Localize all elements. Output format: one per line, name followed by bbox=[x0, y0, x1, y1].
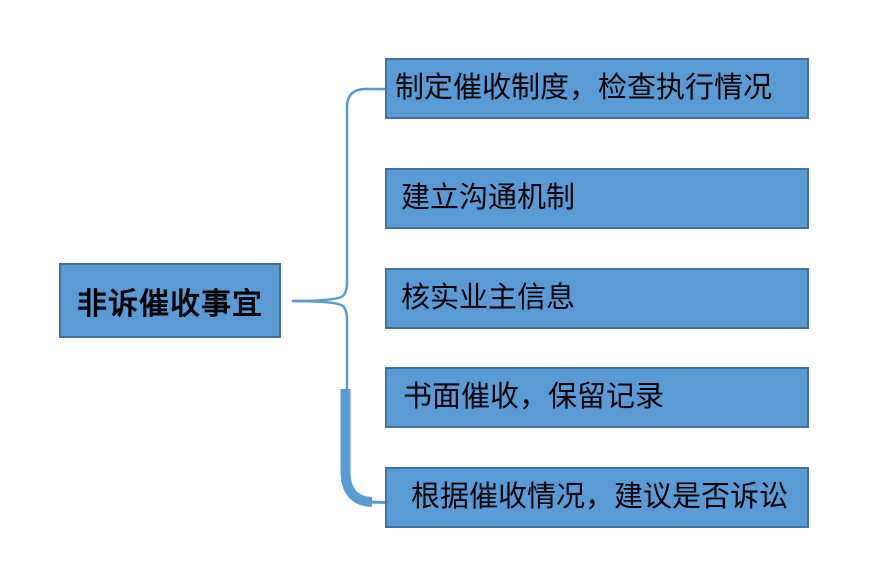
branch-node-label: 核实业主信息 bbox=[401, 282, 576, 314]
root-node-label: 非诉催收事宜 bbox=[77, 287, 263, 321]
connector-root-to-bottom bbox=[291, 299, 349, 392]
branch-node-5: 根据催收情况，建议是否诉讼 bbox=[385, 467, 809, 528]
connector-bottom-thick-segment bbox=[340, 389, 373, 507]
branch-node-label: 建立沟通机制 bbox=[401, 182, 576, 214]
branch-node-3: 核实业主信息 bbox=[385, 268, 809, 329]
connector-bottom-tail bbox=[364, 500, 388, 504]
root-node: 非诉催收事宜 bbox=[59, 263, 281, 338]
branch-node-4: 书面催收，保留记录 bbox=[385, 367, 809, 428]
branch-node-label: 根据催收情况，建议是否诉讼 bbox=[411, 481, 789, 513]
branch-node-label: 制定催收制度，检查执行情况 bbox=[395, 72, 773, 104]
branch-node-1: 制定催收制度，检查执行情况 bbox=[385, 58, 809, 119]
connector-root-to-top bbox=[291, 87, 388, 303]
branch-node-2: 建立沟通机制 bbox=[385, 168, 809, 229]
branch-node-label: 书面催收，保留记录 bbox=[403, 381, 665, 413]
